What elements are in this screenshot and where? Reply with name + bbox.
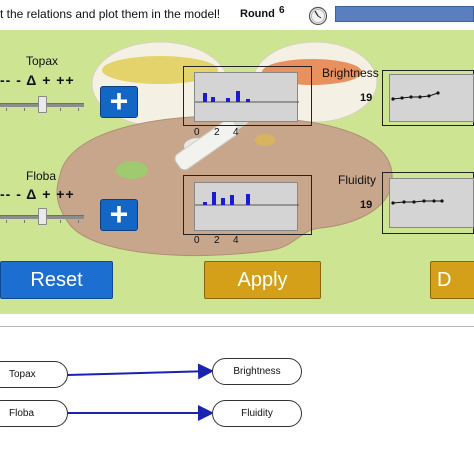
history-point — [400, 96, 404, 100]
model-node-brightness[interactable]: Brightness — [212, 358, 302, 385]
history-point — [412, 200, 416, 204]
round-progress-bar — [335, 6, 474, 22]
input-label-topax: Topax — [26, 54, 59, 68]
clock-icon — [308, 6, 328, 26]
round-label: Round — [240, 8, 275, 20]
slider-tick — [24, 108, 25, 111]
node-label: Brightness — [233, 366, 281, 377]
history-point — [409, 95, 413, 99]
axis-tick: 0 — [194, 127, 200, 138]
history-point — [402, 200, 406, 204]
floba-slider[interactable] — [0, 206, 84, 226]
instruction-text: t the relations and plot them in the mod… — [0, 7, 221, 21]
slider-tick — [60, 108, 61, 111]
reset-button[interactable]: Reset — [0, 261, 113, 299]
model-node-fluidity[interactable]: Fluidity — [212, 400, 302, 427]
history-bar — [226, 98, 230, 102]
input-label-floba: Floba — [26, 169, 57, 183]
history-point — [432, 199, 436, 203]
axis-tick: 0 — [194, 235, 200, 246]
input-chart-frame-topax — [183, 66, 312, 126]
output-history-chart-brightness — [389, 74, 474, 122]
fluidity-history-svg — [391, 199, 444, 205]
round-value: 6 — [279, 5, 285, 16]
history-bar — [203, 202, 207, 205]
history-point — [440, 199, 444, 203]
add-topax-button[interactable]: + — [100, 85, 138, 118]
history-bar — [230, 195, 234, 205]
history-point — [427, 94, 431, 98]
history-bar — [246, 99, 250, 102]
output-label-fluidity: Fluidity — [338, 173, 377, 187]
history-point — [436, 91, 440, 95]
history-bar — [211, 97, 215, 102]
third-action-button[interactable]: D — [430, 261, 474, 299]
input-chart-frame-floba — [183, 175, 312, 235]
axis-tick: 4 — [233, 235, 239, 246]
causal-model-panel: Topax Brightness Floba Fluidity — [0, 326, 474, 474]
history-bar — [246, 194, 250, 205]
history-bar — [221, 198, 225, 205]
axis-tick: 2 — [214, 127, 220, 138]
node-label: Floba — [9, 408, 35, 419]
title-bar: t the relations and plot them in the mod… — [0, 0, 474, 30]
slider-tick — [24, 220, 25, 223]
history-bar — [236, 91, 240, 102]
model-links — [66, 363, 214, 421]
floba-history-svg — [195, 192, 299, 206]
axis-tick: 2 — [214, 235, 220, 246]
history-point — [418, 95, 422, 99]
axis-tick: 4 — [233, 127, 239, 138]
topax-slider[interactable] — [0, 94, 84, 114]
slider-tick — [78, 220, 79, 223]
output-value-fluidity: 19 — [360, 199, 373, 211]
input-history-chart-floba — [194, 182, 299, 231]
history-bar — [212, 192, 216, 205]
slider-tick — [78, 108, 79, 111]
node-label: Topax — [9, 369, 36, 380]
model-node-floba[interactable]: Floba — [0, 400, 68, 427]
slider-tick — [60, 220, 61, 223]
history-point — [391, 201, 395, 205]
slider-thumb[interactable] — [38, 208, 47, 225]
history-line — [392, 92, 439, 100]
experiment-panel: t the relations and plot them in the mod… — [0, 0, 474, 314]
slider-scale-labels-topax: -- - Δ + ++ — [0, 72, 75, 88]
output-label-brightness: Brightness — [322, 66, 379, 80]
history-point — [422, 199, 426, 203]
history-bar — [203, 93, 207, 102]
output-history-chart-fluidity — [389, 178, 474, 228]
brightness-history-svg — [391, 91, 440, 101]
slider-tick — [6, 108, 7, 111]
apply-button[interactable]: Apply — [204, 261, 321, 299]
link-topax-brightness[interactable] — [66, 363, 214, 380]
round-progress-fill — [336, 7, 473, 21]
topax-history-svg — [195, 91, 299, 103]
input-history-chart-topax — [194, 72, 299, 122]
history-point — [391, 97, 395, 101]
slider-scale-labels-floba: -- - Δ + ++ — [0, 186, 75, 202]
node-label: Fluidity — [241, 408, 273, 419]
model-node-topax[interactable]: Topax — [0, 361, 68, 388]
slider-tick — [6, 220, 7, 223]
slider-thumb[interactable] — [38, 96, 47, 113]
add-floba-button[interactable]: + — [100, 198, 138, 231]
output-value-brightness: 19 — [360, 92, 373, 104]
